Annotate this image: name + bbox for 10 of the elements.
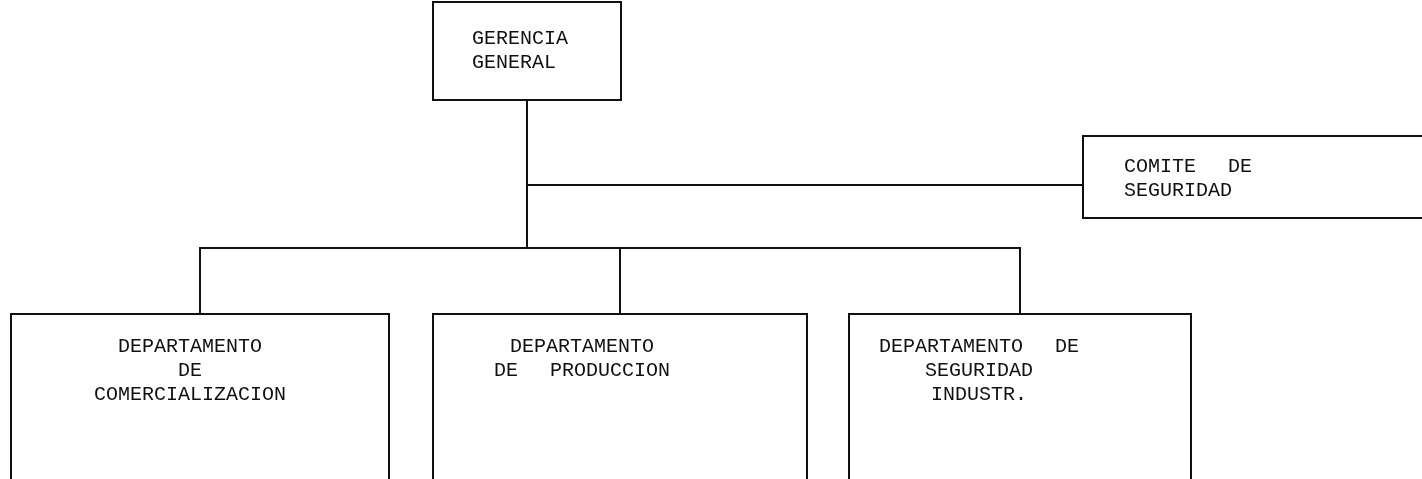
- org-box: [10, 313, 390, 479]
- org-box: [432, 1, 622, 101]
- box-label: COMITE DE SEGURIDAD: [1124, 155, 1254, 203]
- org-box: [432, 313, 808, 479]
- box-label: GERENCIA GENERAL: [472, 27, 569, 75]
- box-label: DEPARTAMENTO DE PRODUCCION: [493, 335, 671, 383]
- org-box: [1082, 135, 1422, 219]
- box-label: DEPARTAMENTO DE SEGURIDAD INDUSTR.: [878, 335, 1080, 407]
- org-box: [848, 313, 1192, 479]
- box-label: DEPARTAMENTO DE COMERCIALIZACION: [93, 335, 287, 407]
